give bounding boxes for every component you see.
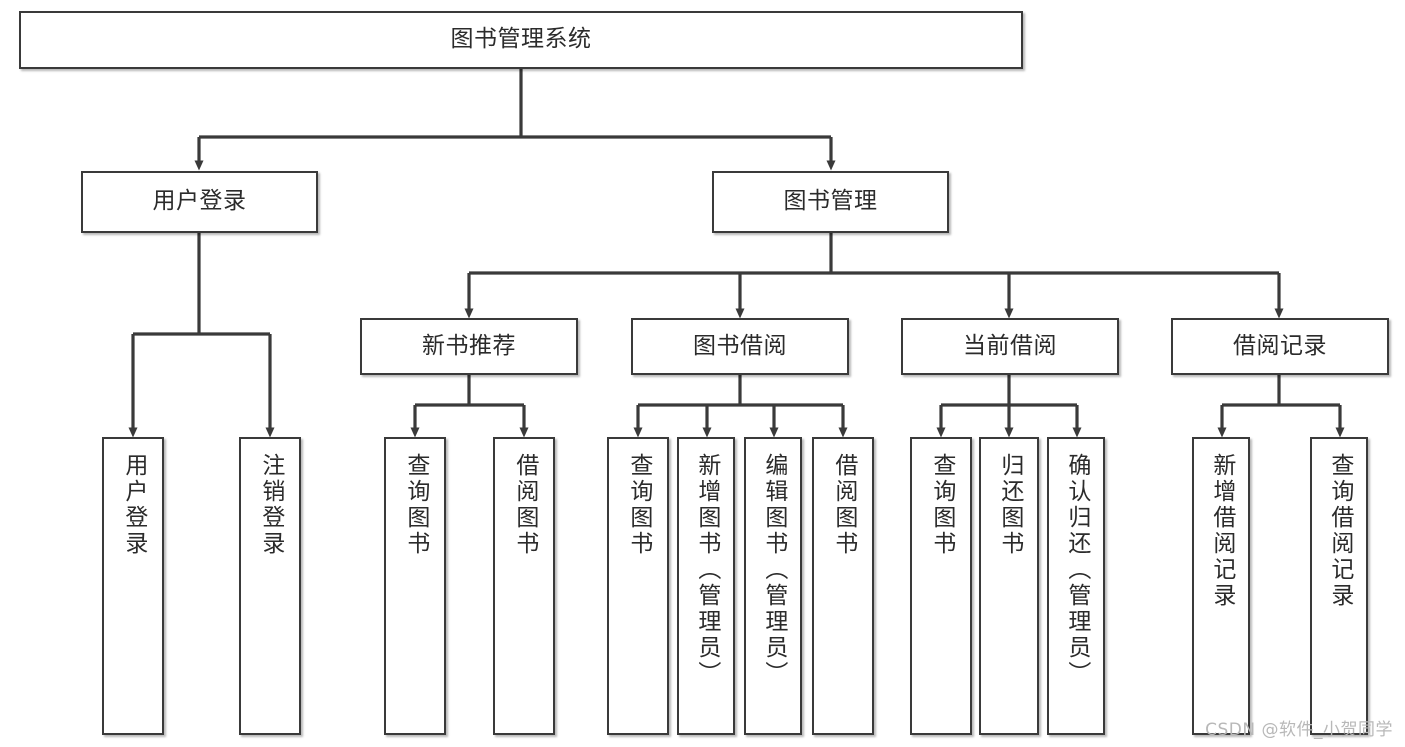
node-leaf-user-login[interactable]: 用户登录 (102, 437, 164, 735)
node-leaf-newbook-query-book-label: 查询图书 (402, 453, 429, 557)
node-book-borrow[interactable]: 图书借阅 (631, 318, 849, 375)
node-borrow-record[interactable]: 借阅记录 (1171, 318, 1389, 375)
node-leaf-record-query-label: 查询借阅记录 (1326, 453, 1353, 609)
node-book-manage-label: 图书管理 (783, 188, 878, 215)
node-root[interactable]: 图书管理系统 (19, 11, 1023, 69)
node-leaf-record-add-label: 新增借阅记录 (1208, 453, 1235, 609)
node-leaf-borrow-edit-book-label: 编辑图书（管理员） (760, 453, 787, 687)
node-current-borrow[interactable]: 当前借阅 (901, 318, 1119, 375)
node-leaf-current-confirm-return[interactable]: 确认归还（管理员） (1047, 437, 1105, 735)
node-leaf-borrow-add-book-label: 新增图书（管理员） (693, 453, 720, 687)
node-leaf-borrow-query-book-label: 查询图书 (625, 453, 652, 557)
node-leaf-borrow-edit-book[interactable]: 编辑图书（管理员） (744, 437, 802, 735)
node-leaf-logout-label: 注销登录 (257, 453, 284, 557)
node-leaf-newbook-query-book[interactable]: 查询图书 (384, 437, 446, 735)
node-user-login-label: 用户登录 (152, 188, 247, 215)
node-book-manage[interactable]: 图书管理 (712, 171, 949, 233)
node-leaf-current-return-book[interactable]: 归还图书 (979, 437, 1039, 735)
node-borrow-record-label: 借阅记录 (1233, 332, 1327, 359)
node-leaf-current-confirm-return-label: 确认归还（管理员） (1063, 453, 1090, 687)
node-leaf-user-login-label: 用户登录 (120, 453, 147, 557)
node-leaf-borrow-borrow-book[interactable]: 借阅图书 (812, 437, 874, 735)
node-root-label: 图书管理系统 (450, 26, 592, 53)
node-leaf-record-add[interactable]: 新增借阅记录 (1192, 437, 1250, 735)
node-leaf-current-query-book[interactable]: 查询图书 (910, 437, 972, 735)
node-leaf-logout[interactable]: 注销登录 (239, 437, 301, 735)
node-leaf-borrow-add-book[interactable]: 新增图书（管理员） (677, 437, 735, 735)
node-book-borrow-label: 图书借阅 (693, 332, 787, 359)
node-leaf-newbook-borrow-book[interactable]: 借阅图书 (493, 437, 555, 735)
node-new-book-recommend-label: 新书推荐 (422, 332, 516, 359)
node-new-book-recommend[interactable]: 新书推荐 (360, 318, 578, 375)
node-leaf-borrow-query-book[interactable]: 查询图书 (607, 437, 669, 735)
node-leaf-current-return-book-label: 归还图书 (996, 453, 1023, 557)
node-leaf-current-query-book-label: 查询图书 (928, 453, 955, 557)
node-leaf-newbook-borrow-book-label: 借阅图书 (511, 453, 538, 557)
node-current-borrow-label: 当前借阅 (963, 332, 1057, 359)
node-user-login[interactable]: 用户登录 (81, 171, 318, 233)
node-leaf-borrow-borrow-book-label: 借阅图书 (830, 453, 857, 557)
node-leaf-record-query[interactable]: 查询借阅记录 (1310, 437, 1368, 735)
